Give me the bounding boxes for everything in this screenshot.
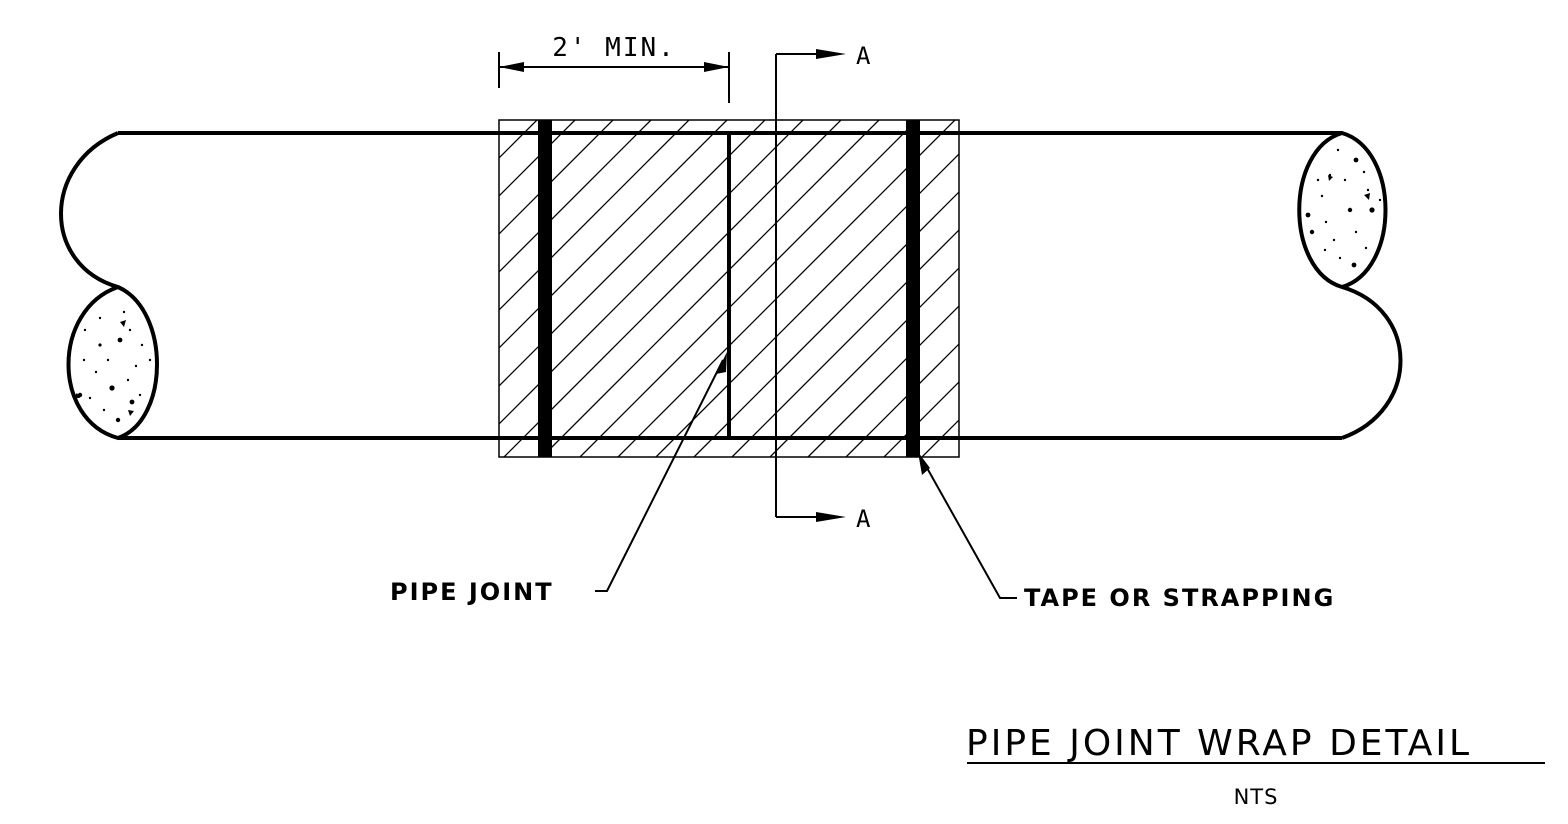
wrap-hatch-line xyxy=(541,120,880,457)
right-concrete-stipple xyxy=(1305,148,1382,268)
wrap-hatch-line xyxy=(1264,120,1568,457)
wrap-hatch-line xyxy=(499,120,614,235)
wrap-hatch-line xyxy=(1226,120,1563,457)
dimension-arrowhead-right xyxy=(704,62,729,72)
dimension-arrowhead-left xyxy=(499,62,524,72)
section-label-top: A xyxy=(856,42,871,70)
wrap-hatch-line xyxy=(499,120,576,197)
callout-tape-leader xyxy=(921,458,1017,599)
tape-strap-left xyxy=(538,120,552,457)
wrap-hatch-line xyxy=(579,120,918,457)
wrap-hatch-line xyxy=(499,120,804,425)
wrap-hatch-line xyxy=(807,305,959,457)
dimension-2ft-min xyxy=(498,52,730,103)
pipe-left-break-outer xyxy=(59,131,119,289)
wrap-hatch-line xyxy=(499,120,766,387)
section-arrowhead-top xyxy=(816,49,846,59)
dimension-text: 2' MIN. xyxy=(552,33,676,63)
callout-pipe-joint-arrowhead xyxy=(716,352,727,374)
wrap-hatch-line xyxy=(693,191,959,457)
wrap-hatch-line xyxy=(499,120,690,311)
wrap-hatch-line xyxy=(998,120,1335,457)
wrap-hatch-line xyxy=(499,120,500,121)
wrap-hatch-line xyxy=(1112,120,1449,457)
tape-strap-right xyxy=(906,120,920,457)
section-arrowhead-bottom xyxy=(816,512,846,522)
wrap-hatch-line xyxy=(503,120,842,457)
wrap-hatch-line xyxy=(499,120,538,159)
wrap xyxy=(498,119,1568,458)
callout-tape xyxy=(921,458,1017,599)
wrap-hatch-line xyxy=(921,419,959,457)
wrap-hatch-line xyxy=(499,120,652,273)
wrap-outline xyxy=(498,119,960,458)
callout-tape-arrowhead xyxy=(918,452,930,475)
detail-scale: NTS xyxy=(1234,785,1279,809)
wrap-hatch-line xyxy=(499,120,728,349)
wrap-hatch-line xyxy=(845,343,959,457)
section-label-bottom: A xyxy=(856,505,871,533)
callout-tape-label: TAPE OR STRAPPING xyxy=(1024,584,1335,612)
wrap-hatching xyxy=(499,120,1568,457)
wrap-hatch-line xyxy=(883,381,959,457)
wrap-hatch-line xyxy=(769,267,959,457)
detail-title: PIPE JOINT WRAP DETAIL xyxy=(966,723,1472,764)
wrap-hatch-line xyxy=(655,153,959,457)
wrap-hatch-line xyxy=(1036,120,1373,457)
wrap-hatch-line xyxy=(731,229,959,457)
pipe-left-break-section xyxy=(66,284,159,441)
wrap-hatch-line xyxy=(1074,120,1411,457)
callout-pipe-joint xyxy=(595,359,724,592)
wrap-hatch-line xyxy=(960,120,1297,457)
wrap-hatch-line xyxy=(617,120,956,457)
section-cut-a xyxy=(775,53,828,518)
pipe-right-break-outer xyxy=(1341,285,1403,440)
wrap-hatch-line xyxy=(1150,120,1487,457)
left-concrete-stipple xyxy=(73,310,152,423)
callout-pipe-joint-label: PIPE JOINT xyxy=(390,578,554,606)
callout-pipe-joint-leader xyxy=(595,359,724,592)
wrap-hatch-line xyxy=(1188,120,1525,457)
